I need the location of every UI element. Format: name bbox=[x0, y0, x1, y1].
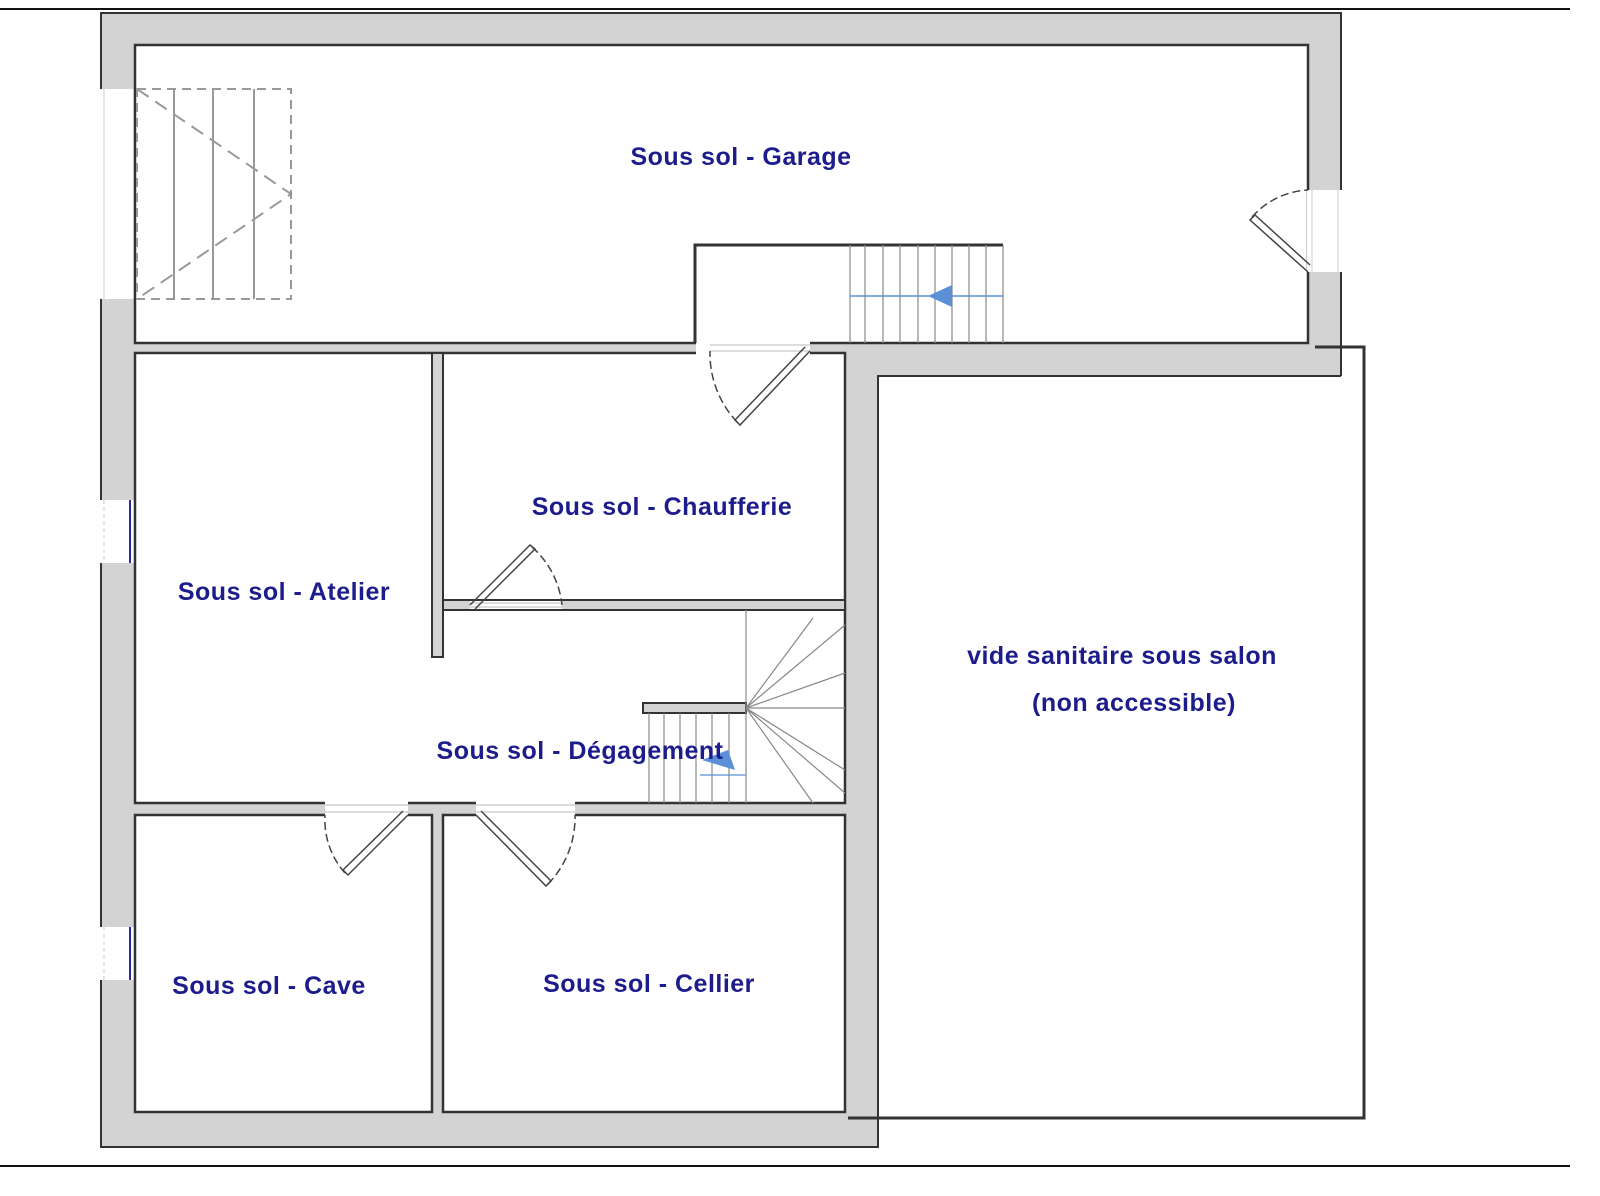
room-label-cellier: Sous sol - Cellier bbox=[543, 970, 755, 998]
room-label-garage: Sous sol - Garage bbox=[630, 143, 852, 171]
room-cellier bbox=[441, 813, 847, 1114]
room-label-non-accessible: (non accessible) bbox=[1032, 689, 1236, 717]
rooms bbox=[133, 43, 1310, 1114]
room-label-atelier: Sous sol - Atelier bbox=[177, 578, 391, 606]
room-label-degagement: Sous sol - Dégagement bbox=[436, 737, 724, 765]
arrow-left-icon bbox=[702, 750, 735, 770]
room-cave bbox=[133, 813, 434, 1114]
room-label-cave: Sous sol - Cave bbox=[172, 972, 366, 1000]
vide-sanitaire bbox=[848, 345, 1366, 1120]
garage-ramp bbox=[136, 88, 293, 300]
degagement-stairs bbox=[648, 610, 846, 804]
room-label-vide-sanitaire: vide sanitaire sous salon bbox=[967, 642, 1277, 670]
doors bbox=[324, 189, 1311, 888]
room-atelier-degagement bbox=[133, 351, 847, 805]
arrow-left-icon bbox=[928, 285, 952, 307]
room-garage bbox=[133, 43, 1310, 345]
garage-stairs bbox=[693, 243, 1004, 343]
room-label-chaufferie: Sous sol - Chaufferie bbox=[531, 493, 793, 521]
